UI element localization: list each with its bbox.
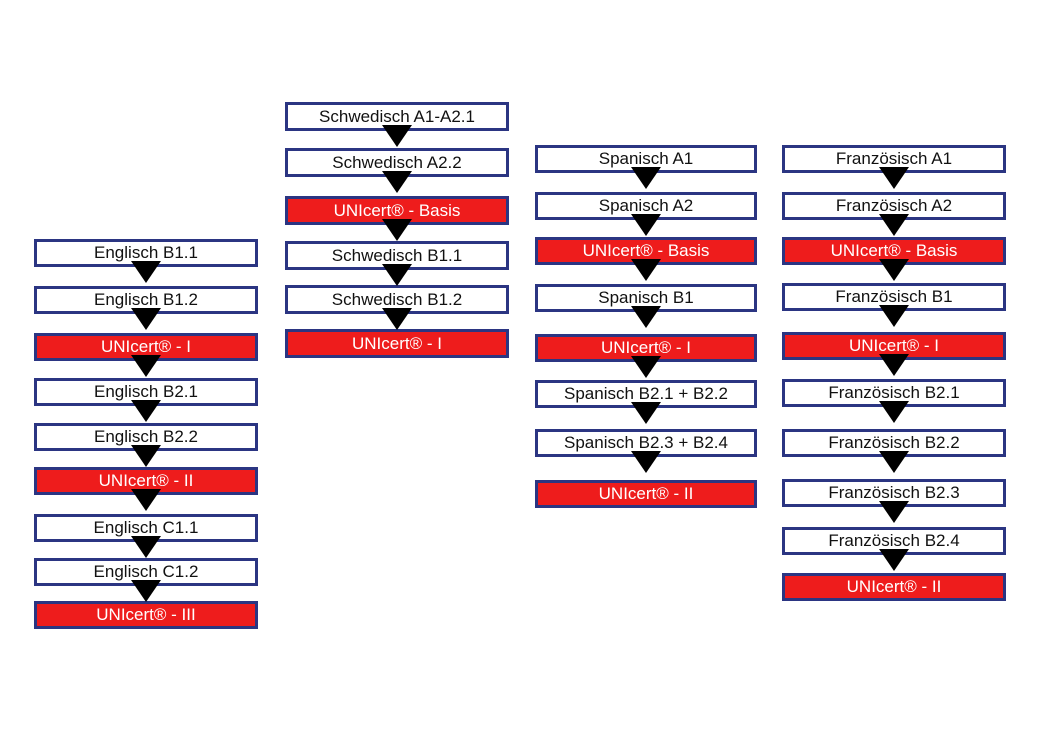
course-box-französisch-a2: Französisch A2 bbox=[782, 192, 1006, 220]
down-arrow-icon bbox=[382, 264, 412, 286]
certificate-box-unicert-i: UNIcert® - I bbox=[34, 333, 258, 361]
down-arrow-icon bbox=[879, 451, 909, 473]
down-arrow-icon bbox=[382, 308, 412, 330]
down-arrow-icon bbox=[879, 167, 909, 189]
down-arrow-icon bbox=[131, 308, 161, 330]
course-box-schwedisch-b1-2: Schwedisch B1.2 bbox=[285, 285, 509, 314]
down-arrow-icon bbox=[382, 171, 412, 193]
down-arrow-icon bbox=[879, 501, 909, 523]
down-arrow-icon bbox=[879, 354, 909, 376]
certificate-box-unicert-ii: UNIcert® - II bbox=[782, 573, 1006, 601]
down-arrow-icon bbox=[631, 402, 661, 424]
down-arrow-icon bbox=[631, 259, 661, 281]
down-arrow-icon bbox=[879, 305, 909, 327]
down-arrow-icon bbox=[631, 451, 661, 473]
down-arrow-icon bbox=[879, 214, 909, 236]
down-arrow-icon bbox=[631, 214, 661, 236]
down-arrow-icon bbox=[631, 167, 661, 189]
certificate-box-unicert-iii: UNIcert® - III bbox=[34, 601, 258, 629]
down-arrow-icon bbox=[382, 125, 412, 147]
certificate-box-unicert-ii: UNIcert® - II bbox=[535, 480, 757, 508]
down-arrow-icon bbox=[879, 401, 909, 423]
certificate-box-unicert-i: UNIcert® - I bbox=[285, 329, 509, 358]
down-arrow-icon bbox=[631, 306, 661, 328]
down-arrow-icon bbox=[131, 489, 161, 511]
course-box-englisch-b1-2: Englisch B1.2 bbox=[34, 286, 258, 314]
down-arrow-icon bbox=[131, 261, 161, 283]
down-arrow-icon bbox=[131, 580, 161, 602]
down-arrow-icon bbox=[131, 400, 161, 422]
down-arrow-icon bbox=[131, 536, 161, 558]
down-arrow-icon bbox=[879, 259, 909, 281]
down-arrow-icon bbox=[131, 355, 161, 377]
down-arrow-icon bbox=[879, 549, 909, 571]
down-arrow-icon bbox=[131, 445, 161, 467]
down-arrow-icon bbox=[631, 356, 661, 378]
down-arrow-icon bbox=[382, 219, 412, 241]
